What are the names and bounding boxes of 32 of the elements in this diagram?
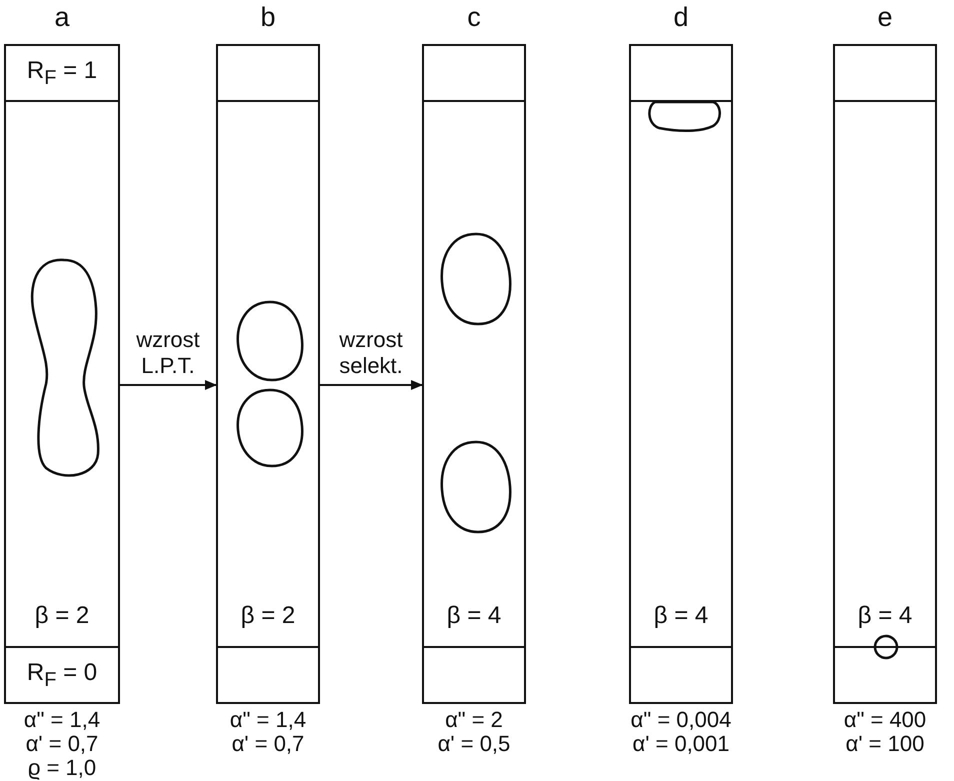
rf-label: R$_{F}$ = 1 [26, 56, 98, 90]
selectivity-value: α" = 1,4 [22, 708, 102, 732]
selectivity-value: α' = 100 [844, 732, 926, 756]
plate-label: β = 2 [240, 602, 296, 630]
selectivity-value: α' = 0,7 [230, 732, 306, 756]
chromatography-spot [30, 258, 100, 477]
plate-letter: e [876, 2, 894, 33]
chromatography-spot [874, 634, 898, 660]
selectivity-value: α' = 0,001 [631, 732, 731, 756]
plate-letter: c [466, 2, 482, 33]
chromatography-spot [440, 440, 512, 534]
plate-label: β = 2 [34, 602, 90, 630]
selectivity-value: α' = 0,5 [436, 732, 512, 756]
plate-letter: b [259, 2, 277, 33]
rf-label: R$_{F}$ = 0 [26, 658, 98, 692]
selectivity-value: α" = 2 [444, 708, 504, 732]
chromatography-spot [648, 100, 721, 132]
selectivity-value: α" = 400 [842, 708, 928, 732]
arrow [120, 380, 217, 390]
plate-label: β = 4 [446, 602, 502, 630]
selectivity-value: ϱ = 1,0 [26, 756, 98, 780]
selectivity-value: α" = 1,4 [228, 708, 308, 732]
plate-label: β = 4 [856, 602, 914, 630]
selectivity-value: α' = 0,7 [24, 732, 100, 756]
plate-label: β = 4 [652, 602, 710, 630]
plate-letter: a [53, 2, 71, 33]
arrow [320, 380, 423, 390]
chromatography-spot [236, 388, 304, 468]
chromatography-spot [440, 232, 512, 326]
selectivity-value: α" = 0,004 [630, 708, 732, 732]
chromatography-spot [236, 300, 304, 382]
plate-letter: d [672, 2, 690, 33]
